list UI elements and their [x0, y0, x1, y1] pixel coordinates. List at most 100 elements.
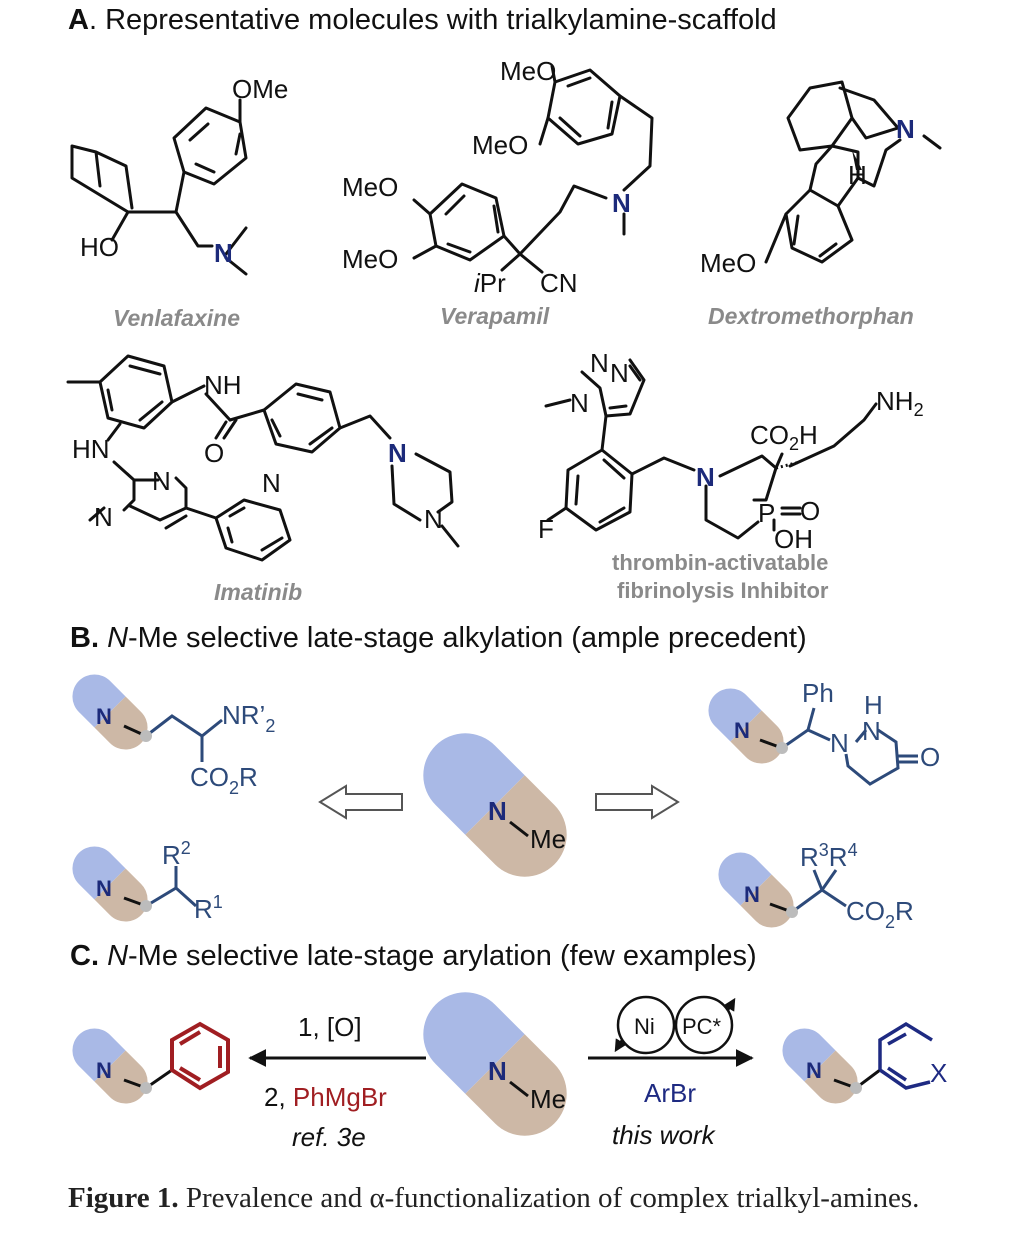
- svg-text:N: N: [570, 388, 589, 418]
- b-co2r-1: CO2R: [190, 762, 258, 798]
- pill-b-topleft-n: N: [96, 704, 112, 729]
- svg-text:N: N: [830, 728, 849, 758]
- section-b-heading: B. N-Me selective late-stage alkylation …: [70, 622, 807, 654]
- svg-text:N: N: [590, 348, 609, 378]
- svg-text:N: N: [262, 468, 281, 498]
- hollow-arrow-left: [318, 784, 403, 820]
- b-r1: R1: [194, 892, 223, 924]
- b-nr2: NR’2: [222, 700, 275, 736]
- svg-text:N: N: [94, 502, 113, 532]
- svg-text:F: F: [538, 514, 554, 544]
- svg-text:H: H: [864, 690, 883, 720]
- pill-c-right: [782, 1028, 858, 1104]
- svg-text:N: N: [896, 114, 915, 144]
- verapamil-labels: MeO MeO MeO MeO N iPr CN: [342, 56, 631, 298]
- svg-text:N: N: [696, 462, 715, 492]
- pill-c-right-n: N: [806, 1058, 822, 1083]
- svg-text:N: N: [214, 238, 233, 268]
- pill-c-left: [72, 1028, 148, 1104]
- pill-b-topleft: [72, 674, 148, 750]
- svg-text:N: N: [612, 188, 631, 218]
- venlafaxine-labels: OMe HO N: [80, 74, 288, 268]
- svg-text:iPr: iPr: [474, 268, 506, 298]
- hollow-arrow-right: [595, 784, 680, 820]
- section-c-heading: C. N-Me selective late-stage arylation (…: [70, 940, 757, 972]
- svg-text:OH: OH: [774, 524, 813, 554]
- tafi-structure: [544, 358, 878, 540]
- phenyl-ring-red: [170, 1021, 230, 1091]
- c-this-work: this work: [612, 1120, 717, 1150]
- section-a-heading: A. Representative molecules with trialky…: [68, 4, 777, 36]
- dextromethorphan-label: Dextromethorphan: [708, 303, 914, 329]
- svg-text:N: N: [610, 358, 629, 388]
- svg-text:Ph: Ph: [802, 678, 834, 708]
- b-co2r-2: CO2R: [846, 896, 914, 932]
- tafi-label-line1: thrombin-activatable: [612, 550, 828, 575]
- ni-cycle: [616, 995, 676, 1055]
- svg-text:MeO: MeO: [342, 172, 398, 202]
- svg-text:O: O: [920, 742, 940, 772]
- svg-text:O: O: [800, 496, 820, 526]
- svg-text:N: N: [152, 466, 171, 496]
- verapamil-label: Verapamil: [440, 303, 550, 329]
- b-topright-labels: Ph N H N O: [802, 678, 940, 772]
- alpha-dot: [850, 1082, 862, 1094]
- imatinib-labels: NH HN N N N O N N: [72, 370, 443, 534]
- b-r2: R2: [162, 838, 191, 870]
- alpha-dot: [140, 900, 152, 912]
- svg-text:O: O: [204, 438, 224, 468]
- imatinib-structure: [66, 354, 460, 562]
- dextromethorphan-labels: N H MeO: [700, 114, 915, 278]
- svg-text:NH2: NH2: [876, 386, 924, 420]
- alpha-dot: [140, 1082, 152, 1094]
- dextromethorphan-wedge: [852, 150, 862, 170]
- c-step2: 2, PhMgBr: [264, 1082, 387, 1112]
- c-aryl-x: X: [930, 1058, 947, 1088]
- tafi-labels: N N N F N CO2H NH2 P O OH: [538, 348, 924, 554]
- svg-text:P: P: [758, 498, 775, 528]
- pc-cycle-arrow: [723, 997, 736, 1012]
- ni-label: Ni: [634, 1014, 655, 1039]
- svg-text:MeO: MeO: [500, 56, 556, 86]
- alpha-dot: [776, 742, 788, 754]
- svg-text:OMe: OMe: [232, 74, 288, 104]
- aryl-ring-blue: [878, 1021, 933, 1090]
- svg-text:MeO: MeO: [700, 248, 756, 278]
- svg-text:CN: CN: [540, 268, 578, 298]
- b-r3r4: R3R4: [800, 840, 858, 872]
- c-center-me: Me: [530, 1084, 566, 1114]
- imatinib-label: Imatinib: [214, 579, 302, 605]
- n-me-bond: [509, 820, 529, 838]
- pill-b-bottomleft-n: N: [96, 876, 112, 901]
- pill-b-center-n: N: [488, 796, 507, 826]
- c-ref: ref. 3e: [292, 1122, 366, 1152]
- n-me-bond-c: [509, 1080, 529, 1098]
- tafi-label-line2: fibrinolysis Inhibitor: [617, 578, 829, 603]
- pill-b-bottomright: [718, 852, 794, 928]
- venlafaxine-structure: [70, 98, 248, 276]
- c-arbr: ArBr: [644, 1078, 696, 1108]
- svg-text:NH: NH: [204, 370, 242, 400]
- pill-c-center-n: N: [488, 1056, 507, 1086]
- alpha-dot: [786, 906, 798, 918]
- pill-b-bottomright-n: N: [744, 882, 760, 907]
- svg-text:H: H: [848, 160, 867, 190]
- svg-text:CO2H: CO2H: [750, 420, 818, 454]
- ni-cycle-arrow: [614, 1038, 627, 1053]
- svg-text:HN: HN: [72, 434, 110, 464]
- svg-text:MeO: MeO: [342, 244, 398, 274]
- pill-c-left-n: N: [96, 1058, 112, 1083]
- tafi-hash-bond: [775, 460, 801, 470]
- c-step1: 1, [O]: [298, 1012, 362, 1042]
- verapamil-structure: [412, 64, 654, 274]
- svg-text:HO: HO: [80, 232, 119, 262]
- pc-label: PC*: [682, 1014, 722, 1039]
- svg-text:N: N: [862, 716, 881, 746]
- dextromethorphan-structure: [764, 80, 942, 264]
- pc-cycle: [674, 995, 734, 1055]
- pill-b-topright: [708, 688, 784, 764]
- figure-caption: Figure 1. Prevalence and α-functionaliza…: [68, 1182, 920, 1214]
- center-me: Me: [530, 824, 566, 854]
- svg-text:MeO: MeO: [472, 130, 528, 160]
- figure-canvas: OMe HO N Venlafaxine MeO MeO MeO MeO N i…: [66, 56, 947, 1152]
